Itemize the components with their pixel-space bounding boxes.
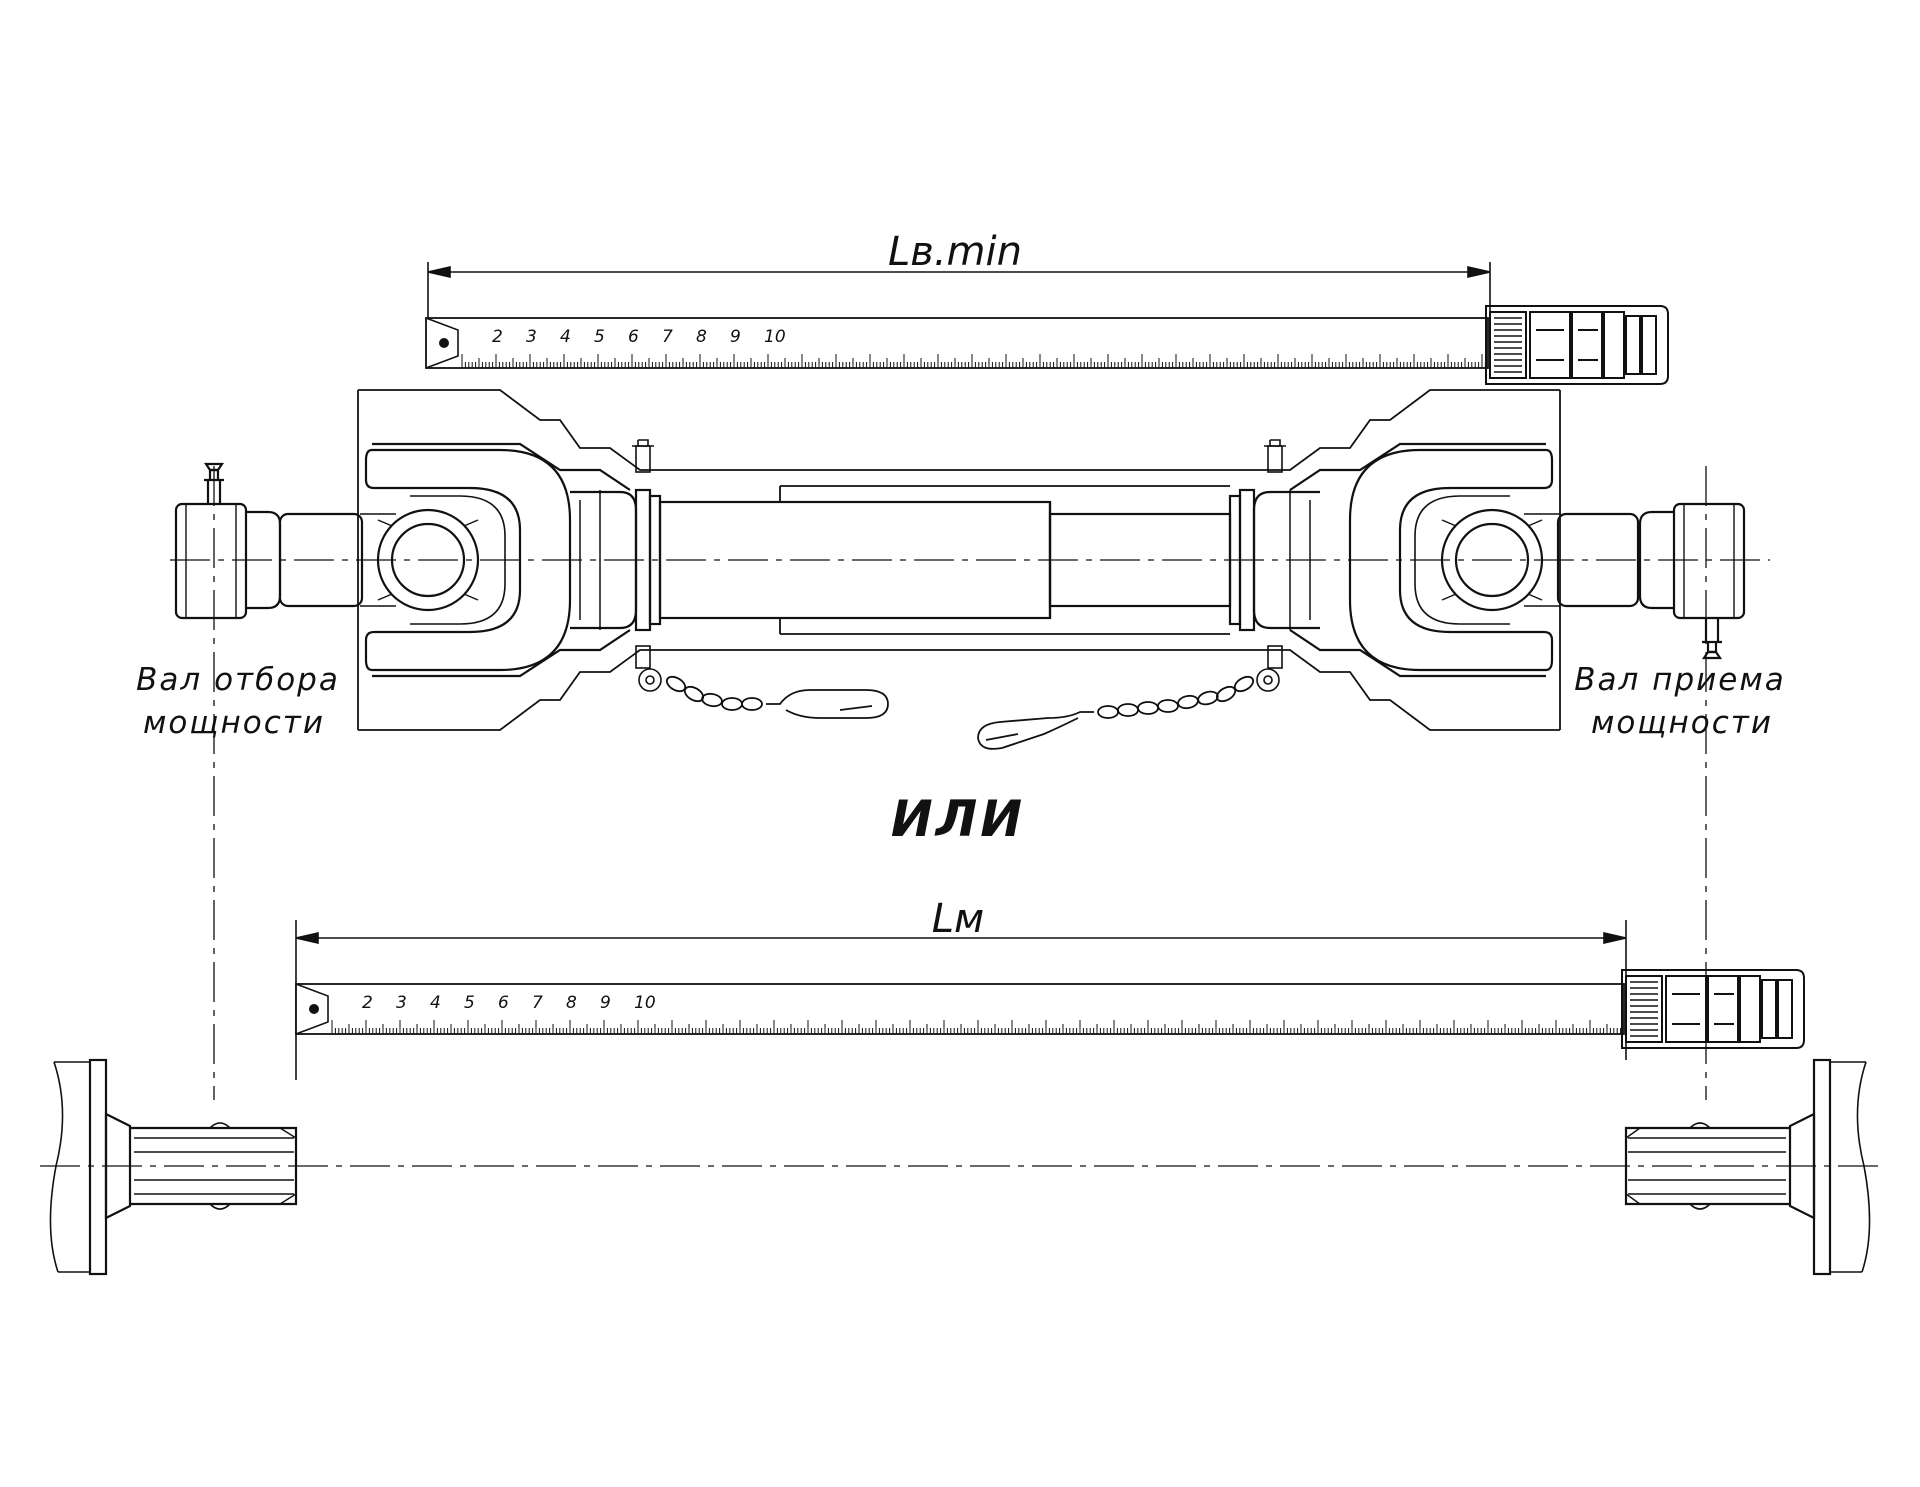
arrow-right <box>1467 265 1491 279</box>
tape-number: 5 <box>594 327 605 347</box>
tape-number: 10 <box>764 327 786 347</box>
tape-number: 7 <box>662 327 673 347</box>
arrow-left <box>427 265 451 279</box>
tape-number: 8 <box>566 993 577 1013</box>
tape-number: 3 <box>526 327 537 347</box>
snap-hook-right <box>977 711 1094 750</box>
tape-number: 9 <box>600 993 611 1013</box>
guard-outline-bottom <box>358 649 1560 731</box>
left-cross-bearing-outer <box>376 508 480 612</box>
tape-number: 5 <box>464 993 475 1013</box>
tape-case-top <box>1485 305 1669 385</box>
cardan-shaft-assembly <box>170 389 1770 750</box>
tape-number: 4 <box>560 327 571 347</box>
tape-numbers: 2 3 4 5 6 7 8 9 10 <box>362 993 656 1013</box>
tape-measure-bottom: 2 3 4 5 6 7 8 9 10 <box>295 969 1805 1049</box>
right-receiving-hub <box>1672 502 1746 620</box>
bottom-dimension <box>295 931 1627 945</box>
safety-chain-left <box>665 675 889 719</box>
right-cross-bearing-inner <box>1454 522 1530 598</box>
guard-outline-top <box>358 389 1560 471</box>
left-yoke <box>364 448 572 672</box>
tape-number: 9 <box>730 327 741 347</box>
tape-body <box>425 317 1489 369</box>
tractor-pto-stub <box>49 1058 298 1276</box>
grease-nipple-right <box>1702 618 1722 654</box>
tape-ticks <box>461 354 1486 368</box>
dim-label-bottom: Lм <box>932 896 984 942</box>
tape-hook-hole <box>309 1004 319 1014</box>
tape-measure-top: 2 3 4 5 6 7 8 9 10 <box>425 305 1669 385</box>
guard-lock-left <box>632 439 662 692</box>
tape-number: 3 <box>396 993 407 1013</box>
tape-hook <box>295 983 329 1035</box>
snap-hook-left <box>766 689 889 719</box>
tape-numbers: 2 3 4 5 6 7 8 9 10 <box>492 327 786 347</box>
tape-number: 6 <box>628 327 639 347</box>
safety-chain-right <box>977 675 1255 750</box>
left-pto-hub <box>174 502 248 620</box>
tape-number: 4 <box>430 993 441 1013</box>
tape-number: 10 <box>634 993 656 1013</box>
right-yoke <box>1348 448 1554 672</box>
tape-body <box>295 983 1625 1035</box>
tape-case-bottom <box>1621 969 1805 1049</box>
tape-hook <box>425 317 459 369</box>
right-shaft-label-line2: мощности <box>1591 705 1773 741</box>
tape-number: 7 <box>532 993 543 1013</box>
left-shaft-label-line1: Вал отбора <box>136 662 340 698</box>
right-shaft-label-line1: Вал приема <box>1574 662 1785 698</box>
implement-input-stub <box>1624 1058 1871 1276</box>
dim-label-top: Lв.min <box>888 229 1022 275</box>
or-separator: ИЛИ <box>891 790 1025 848</box>
right-cross-bearing-outer <box>1440 508 1544 612</box>
left-shaft-label-line2: мощности <box>143 705 325 741</box>
tape-ticks <box>331 1020 1622 1034</box>
left-cross-bearing-inner <box>390 522 466 598</box>
tape-hook-hole <box>439 338 449 348</box>
tape-number: 2 <box>362 993 373 1013</box>
guard-lock-right <box>1256 439 1286 692</box>
tape-number: 6 <box>498 993 509 1013</box>
tape-number: 2 <box>492 327 503 347</box>
tape-number: 8 <box>696 327 707 347</box>
